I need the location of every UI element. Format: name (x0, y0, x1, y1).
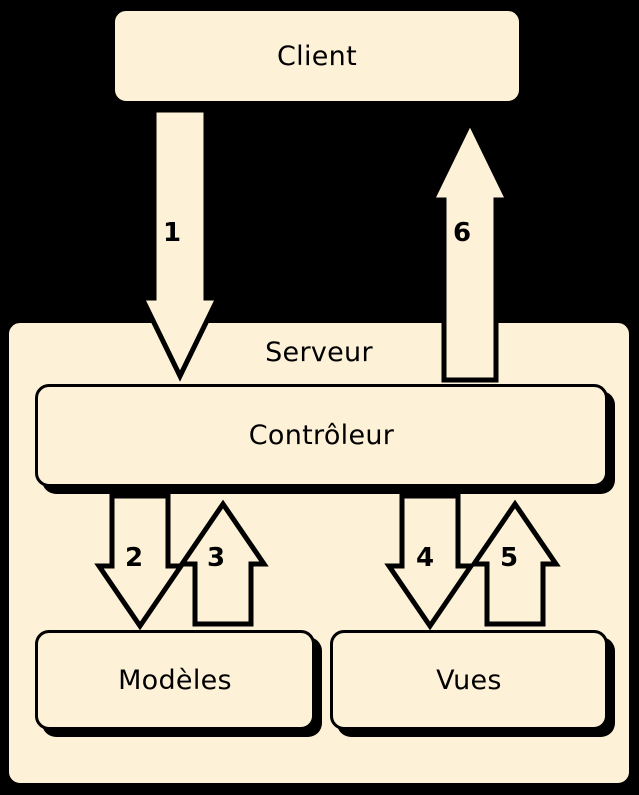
arrow-5-up (469, 499, 561, 630)
node-serveur-label: Serveur (265, 337, 373, 368)
node-client[interactable]: Client (112, 8, 522, 104)
arrow-2-down (94, 492, 186, 632)
arrow-4-number: 4 (416, 543, 435, 573)
arrow-2-number: 2 (125, 543, 144, 573)
node-modeles-label: Modèles (118, 664, 232, 696)
arrow-3-up (177, 499, 269, 630)
node-controleur-label: Contrôleur (248, 420, 395, 451)
arrow-3-number: 3 (207, 543, 226, 573)
node-vues-label: Vues (436, 664, 502, 696)
node-controleur[interactable]: Contrôleur (35, 384, 608, 487)
node-vues[interactable]: Vues (330, 630, 608, 730)
node-modeles[interactable]: Modèles (35, 630, 315, 730)
arrow-1-down (138, 104, 225, 384)
arrow-6-number: 6 (453, 218, 472, 248)
arrow-1-number: 1 (163, 218, 182, 248)
node-client-label: Client (277, 40, 357, 72)
arrow-6-up (428, 116, 515, 388)
arrow-4-down (384, 492, 476, 632)
arrow-5-number: 5 (500, 543, 519, 573)
